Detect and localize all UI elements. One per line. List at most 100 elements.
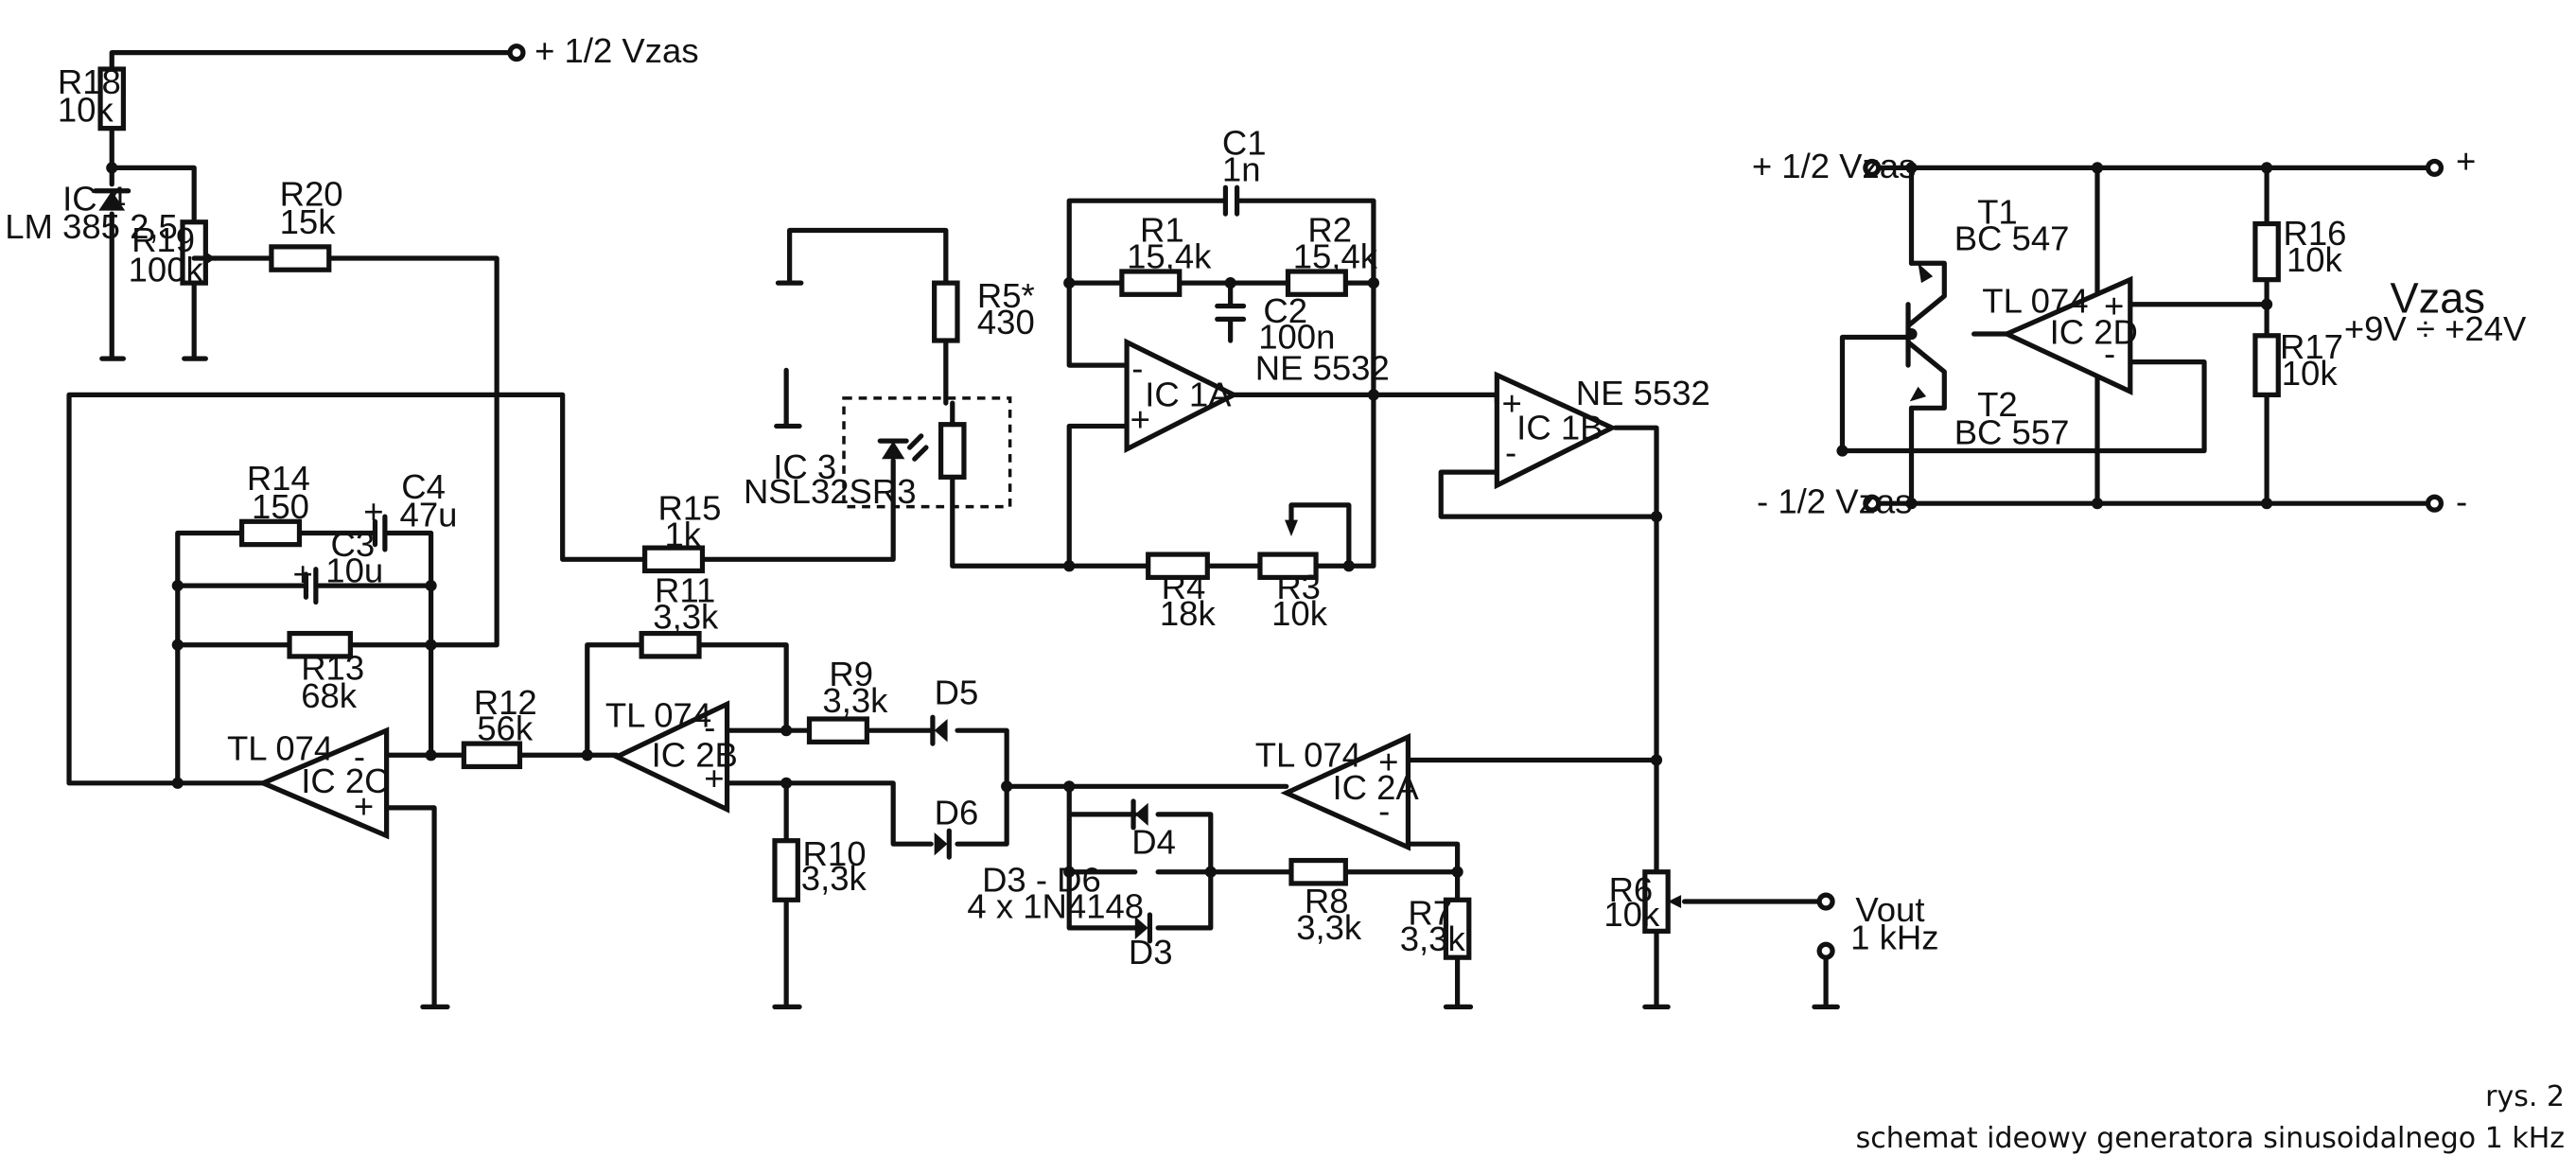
d6-label: D6 — [935, 793, 979, 832]
c2-value: 100n — [1258, 318, 1335, 357]
r3-name: R3 — [1276, 568, 1321, 606]
r11-name: R11 — [655, 571, 715, 610]
r9-name: R9 — [829, 655, 873, 693]
ic2c-name: IC 2C — [301, 762, 389, 800]
op-amps — [256, 275, 2133, 851]
r2-value: 15,4k — [1293, 236, 1378, 275]
r16-value: 10k — [2287, 240, 2343, 279]
diode-group-type: 4 x 1N4148 — [967, 886, 1144, 925]
vzas-label: Vzas — [2391, 273, 2485, 322]
ic4-name: IC 4 — [62, 180, 126, 219]
c4-value: 47u — [400, 496, 458, 534]
figure-title: schemat ideowy generatora sinusoidalnego… — [1855, 1122, 2565, 1155]
resistor-bodies — [97, 66, 2281, 960]
vzas-range: +9V ÷ +24V — [2344, 309, 2527, 348]
ic1b-plus: + — [1502, 383, 1522, 422]
r9-value: 3,3k — [822, 681, 888, 720]
ic2a-type: TL 074 — [1255, 735, 1361, 774]
ic2a-plus: + — [1378, 742, 1398, 780]
r5-name: R5* — [977, 276, 1035, 315]
r20-name: R20 — [280, 174, 343, 213]
r3-value: 10k — [1271, 594, 1328, 633]
ic1a-type: NE 5532 — [1255, 349, 1390, 388]
c4-name: C4 — [401, 467, 446, 506]
supply-half-label: + 1/2 Vzas — [534, 31, 698, 70]
r17-value: 10k — [2282, 354, 2339, 393]
figure-caption: rys. 2 schemat ideowy generatora sinusoi… — [1856, 1077, 2565, 1160]
r16-name: R16 — [2283, 214, 2346, 253]
r11-value: 3,3k — [653, 597, 719, 636]
t1-type: BC 547 — [1954, 219, 2070, 257]
labels: + 1/2 Vzas R18 10k IC 4 LM 385 2,5 R19 1… — [5, 31, 2527, 972]
ic3-name: IC 3 — [773, 447, 836, 486]
junctions — [106, 162, 2273, 878]
right-supply-minus-label: - 1/2 Vzas — [1757, 482, 1912, 521]
r4-name: R4 — [1162, 568, 1206, 606]
ic1a-name: IC 1A — [1145, 376, 1232, 414]
ic2b-plus: + — [704, 759, 724, 797]
r8-name: R8 — [1305, 882, 1349, 920]
ic1b-minus: - — [1505, 432, 1516, 471]
r2-name: R2 — [1307, 211, 1352, 250]
r17-name: R17 — [2280, 327, 2343, 366]
d3-label: D3 — [1129, 933, 1173, 972]
r13-value: 68k — [301, 676, 358, 715]
r13-name: R13 — [301, 648, 364, 687]
d5-label: D5 — [935, 673, 979, 711]
wires — [66, 50, 2434, 1009]
ic2a-minus: - — [1378, 792, 1390, 831]
vout-freq: 1 kHz — [1850, 918, 1938, 956]
d4-label: D4 — [1131, 823, 1176, 862]
r4-value: 18k — [1160, 594, 1217, 633]
r15-value: 1k — [664, 515, 701, 553]
r14-name: R14 — [247, 459, 310, 498]
ic2a-name: IC 2A — [1332, 768, 1419, 807]
ic2d-plus: + — [2104, 287, 2124, 325]
r18-value: 10k — [58, 91, 114, 130]
r12-value: 56k — [477, 709, 534, 748]
capacitors — [303, 184, 1247, 605]
r10-value: 3,3k — [801, 859, 867, 898]
r1-name: R1 — [1140, 211, 1184, 250]
t2-type: BC 557 — [1954, 413, 2070, 452]
r7-value: 3,3k — [1400, 919, 1466, 958]
t2-name: T2 — [1977, 385, 2018, 424]
right-supply-plus-label: + 1/2 Vzas — [1752, 147, 1916, 185]
ic2c-type: TL 074 — [227, 728, 333, 767]
ic2b-minus: - — [704, 708, 715, 746]
ic2c-minus: - — [354, 737, 365, 776]
r19-name: R19 — [131, 220, 195, 259]
r10-name: R10 — [803, 834, 867, 873]
c1-value: 1n — [1222, 149, 1261, 188]
transistors — [1905, 260, 1947, 411]
r18-name: R18 — [58, 62, 121, 101]
output-minus-label: - — [2456, 482, 2467, 521]
ic1b-type: NE 5532 — [1576, 374, 1710, 412]
ic2b-name: IC 2B — [652, 735, 738, 774]
r14-value: 150 — [252, 487, 309, 526]
r1-value: 15,4k — [1127, 236, 1212, 275]
c1-name: C1 — [1222, 123, 1267, 162]
r6-name: R6 — [1609, 870, 1654, 909]
terminals — [507, 44, 2445, 960]
figure-number: rys. 2 — [2485, 1080, 2565, 1113]
optocoupler-ic3 — [842, 396, 1012, 509]
ic2b-type: TL 074 — [605, 696, 711, 735]
r5-value: 430 — [977, 303, 1035, 341]
ic2d-type: TL 074 — [1982, 281, 2088, 320]
output-plus-label: + — [2456, 142, 2476, 181]
c4-plus: + — [363, 492, 383, 531]
c2-name: C2 — [1263, 291, 1307, 330]
diode-group-label: D3 - D6 — [982, 861, 1101, 900]
t1-name: T1 — [1977, 193, 2018, 232]
r20-value: 15k — [280, 202, 337, 241]
ic1b-name: IC 1B — [1516, 408, 1603, 446]
c3-plus: + — [293, 554, 313, 593]
r19-value: 100k — [129, 250, 204, 289]
ic3-type: NSL32SR3 — [744, 472, 917, 511]
diodes — [93, 188, 1153, 944]
ic4-type: LM 385 2,5 — [5, 207, 178, 246]
r15-name: R15 — [658, 489, 722, 528]
vout-label: Vout — [1855, 890, 1924, 929]
